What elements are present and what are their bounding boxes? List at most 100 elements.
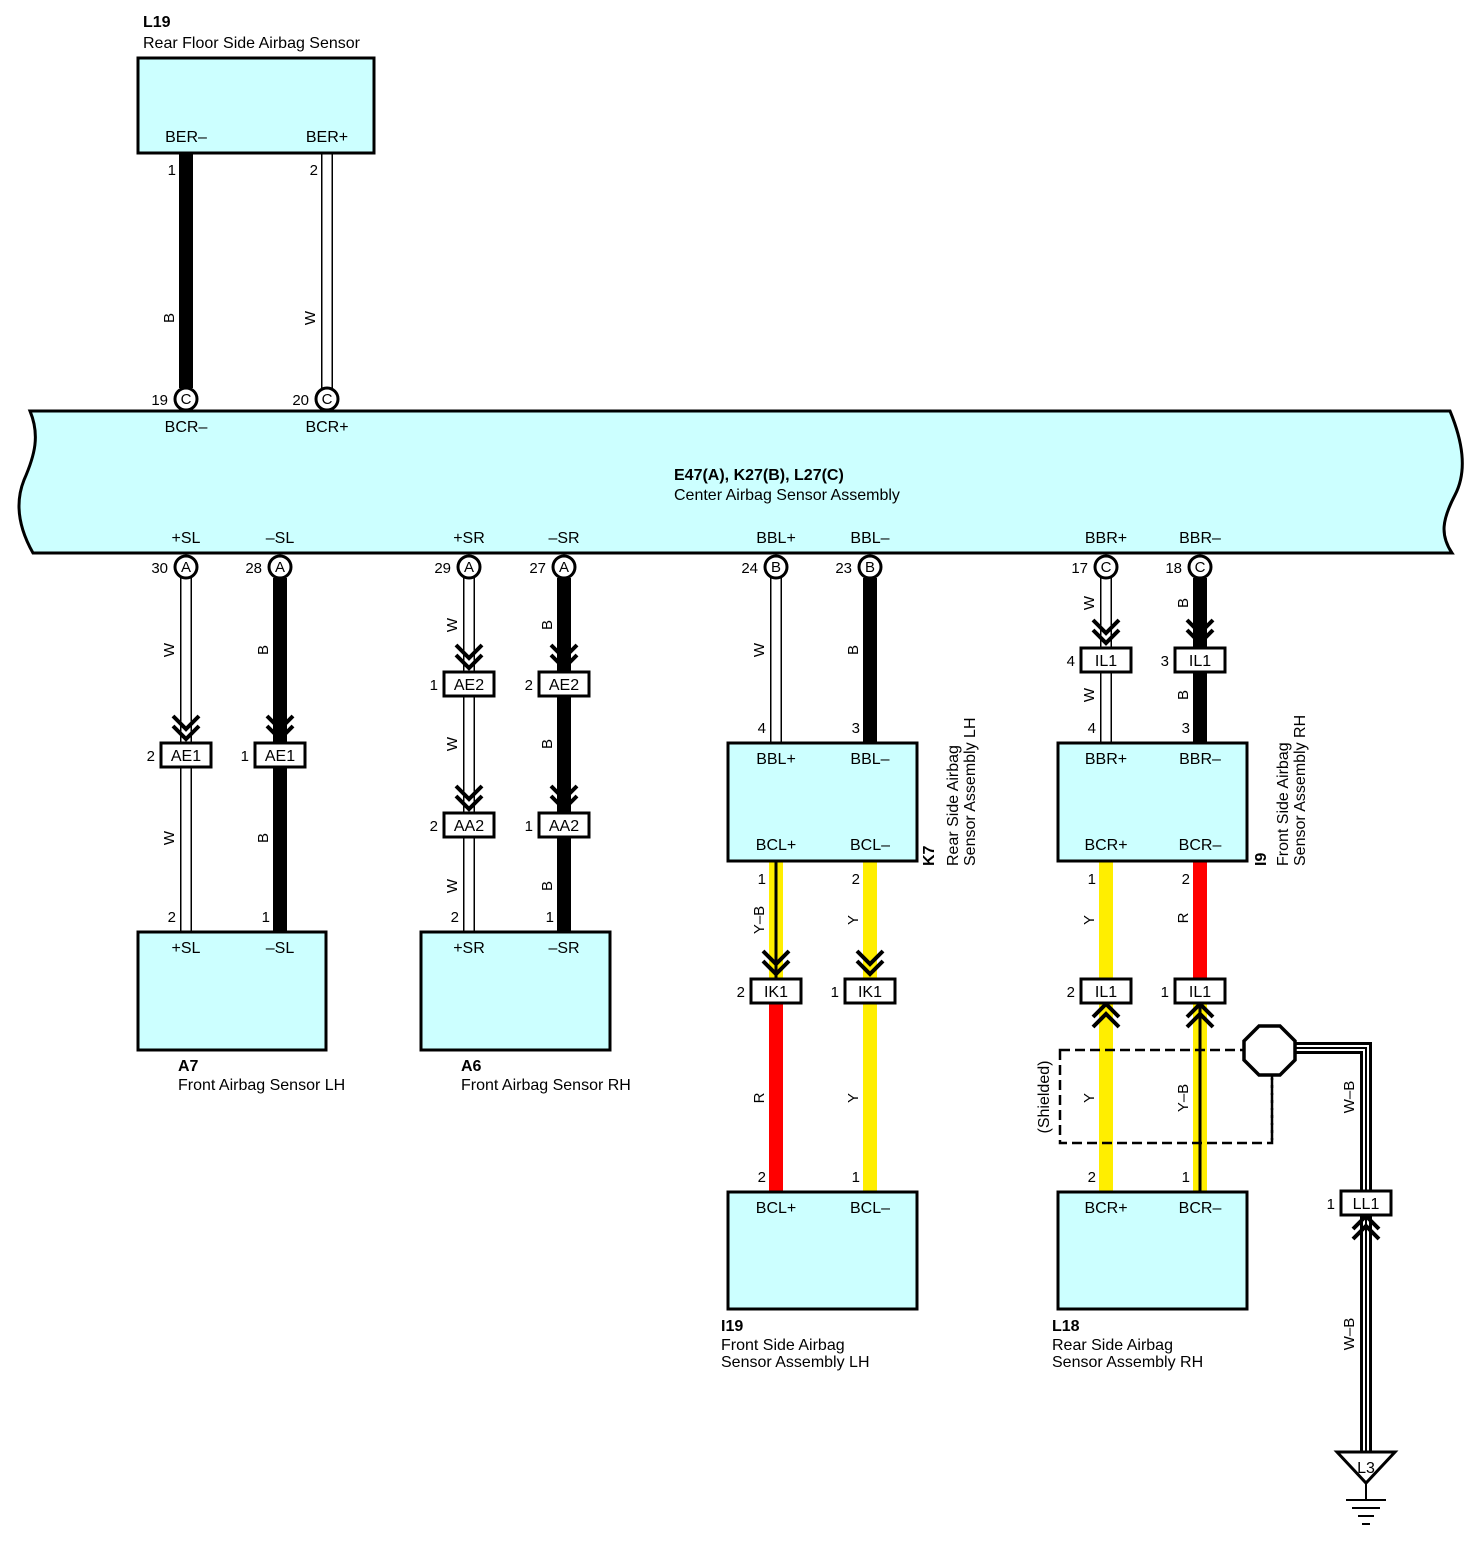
wire-bcr-plus-upper xyxy=(1099,861,1113,979)
component-name: Rear Floor Side Airbag Sensor xyxy=(143,35,361,52)
pin-label: BCR– xyxy=(1179,837,1222,854)
chevron-down-icon xyxy=(1185,618,1215,646)
wire-ground-upper xyxy=(1295,1045,1369,1191)
component-name-line: Front Side Airbag xyxy=(1275,742,1292,866)
wire-bcl-plus-upper-stripe xyxy=(774,861,778,979)
chevron-down-icon xyxy=(454,643,484,671)
terminal-connector-letter: B xyxy=(771,559,781,576)
component-code: L19 xyxy=(143,14,171,31)
connector-box xyxy=(253,741,307,769)
pin-number: 2 xyxy=(451,909,459,926)
connector-label: AE1 xyxy=(265,748,295,765)
wire-color-label: B xyxy=(255,645,272,655)
wire-bcl-plus-lower xyxy=(769,1003,783,1192)
connector-ll1: LL1 1 xyxy=(1327,1189,1393,1217)
pin-label: BCR+ xyxy=(305,419,348,436)
pin-number: 3 xyxy=(1182,720,1190,737)
pin-label: –SL xyxy=(266,530,295,547)
component-code: I9 xyxy=(1253,853,1270,866)
terminal-connector-letter: C xyxy=(1101,559,1112,576)
terminal-b23: B 23 xyxy=(835,554,883,580)
terminal-connector-letter: C xyxy=(322,391,333,408)
connector-box xyxy=(442,670,496,698)
connector-aa2-a: AA2 2 xyxy=(430,811,496,839)
wire-color-label: B xyxy=(255,833,272,843)
component-a7: 2 1 +SL –SL A7 Front Airbag Sensor LH xyxy=(136,909,345,1094)
connector-box xyxy=(1079,646,1133,674)
component-name-line: Sensor Assembly RH xyxy=(1052,1354,1203,1371)
connector-aa2-b: AA2 1 xyxy=(525,811,591,839)
pin-label: BCR+ xyxy=(1084,837,1127,854)
connector-box xyxy=(537,811,591,839)
pin-number: 1 xyxy=(262,909,270,926)
wire-color-label: W xyxy=(751,642,768,657)
pin-number: 2 xyxy=(758,1169,766,1186)
connector-box xyxy=(1339,1189,1393,1217)
connector-ae2-a: AE2 1 xyxy=(430,670,496,698)
component-box xyxy=(1056,1190,1249,1311)
connector-pin: 3 xyxy=(1161,653,1169,670)
connector-il1-b: IL1 3 xyxy=(1161,646,1227,674)
terminal-number: 24 xyxy=(741,560,758,577)
wire-bbl-plus xyxy=(771,578,781,743)
pin-label: BCR– xyxy=(1179,1200,1222,1217)
connector-label: IL1 xyxy=(1189,984,1211,1001)
chevron-down-icon xyxy=(454,784,484,812)
shield-outline xyxy=(1058,1048,1274,1145)
connector-il1-d: IL1 1 xyxy=(1161,977,1227,1005)
connector-box xyxy=(1173,646,1227,674)
terminal-a30: A 30 xyxy=(151,554,199,580)
connector-pin: 2 xyxy=(525,677,533,694)
terminal-c17: C 17 xyxy=(1071,554,1119,580)
terminal-circle xyxy=(763,554,789,580)
component-code: A7 xyxy=(178,1058,199,1075)
connector-ik1-a: IK1 2 xyxy=(737,977,803,1005)
wire-sr-minus xyxy=(557,578,571,932)
component-name-line: Rear Side Airbag xyxy=(945,745,962,866)
shield-label: (Shielded) xyxy=(1036,1061,1053,1134)
connector-pin: 1 xyxy=(241,748,249,765)
terminal-circle xyxy=(1187,554,1213,580)
wire-color-labels: B W W W B B W W W B B B W B W W B B Y–B … xyxy=(161,310,1358,1350)
wire-color-label: W xyxy=(1081,687,1098,702)
wire-color-label: R xyxy=(751,1092,768,1103)
pin-label: BCL– xyxy=(850,837,890,854)
wire-color-label: B xyxy=(845,645,862,655)
pin-label: BBL– xyxy=(850,530,889,547)
connector-pin: 2 xyxy=(737,984,745,1001)
pin-label: +SR xyxy=(453,940,485,957)
component-code: I19 xyxy=(721,1318,743,1335)
pin-number: 1 xyxy=(1088,871,1096,888)
wire-color-label: B xyxy=(161,313,178,323)
pin-number: 1 xyxy=(758,871,766,888)
component-l19: L19 Rear Floor Side Airbag Sensor BER– B… xyxy=(136,14,376,179)
connector-pin: 1 xyxy=(1161,984,1169,1001)
pin-number: 2 xyxy=(168,909,176,926)
terminal-connector-letter: B xyxy=(865,559,875,576)
wire-bcl-minus-upper xyxy=(863,861,877,979)
pin-number: 4 xyxy=(1088,720,1096,737)
wire-color-label: W–B xyxy=(1341,1081,1358,1114)
connector-label: IK1 xyxy=(764,984,788,1001)
connector-box xyxy=(1173,977,1227,1005)
pin-number: 3 xyxy=(852,720,860,737)
pin-label: BCL+ xyxy=(756,1200,796,1217)
component-name-line: Sensor Assembly RH xyxy=(1292,715,1309,866)
pin-label: –SR xyxy=(548,940,579,957)
component-box xyxy=(726,1190,919,1311)
component-name-line: Front Side Airbag xyxy=(721,1337,845,1354)
wire-color-label: B xyxy=(1175,598,1192,608)
connector-ae1-a: AE1 2 xyxy=(147,741,213,769)
pin-label: BCL– xyxy=(850,1200,890,1217)
terminal-circle xyxy=(314,386,340,412)
wire-color-label: B xyxy=(539,739,556,749)
connector-pin: 2 xyxy=(1067,984,1075,1001)
component-code: K7 xyxy=(921,845,938,866)
pin-label: BBL+ xyxy=(756,751,796,768)
chevron-down-icon xyxy=(855,949,885,977)
connector-label: AE2 xyxy=(454,677,484,694)
pin-label: BCR– xyxy=(165,419,208,436)
pin-number: 2 xyxy=(852,871,860,888)
connector-box xyxy=(159,741,213,769)
